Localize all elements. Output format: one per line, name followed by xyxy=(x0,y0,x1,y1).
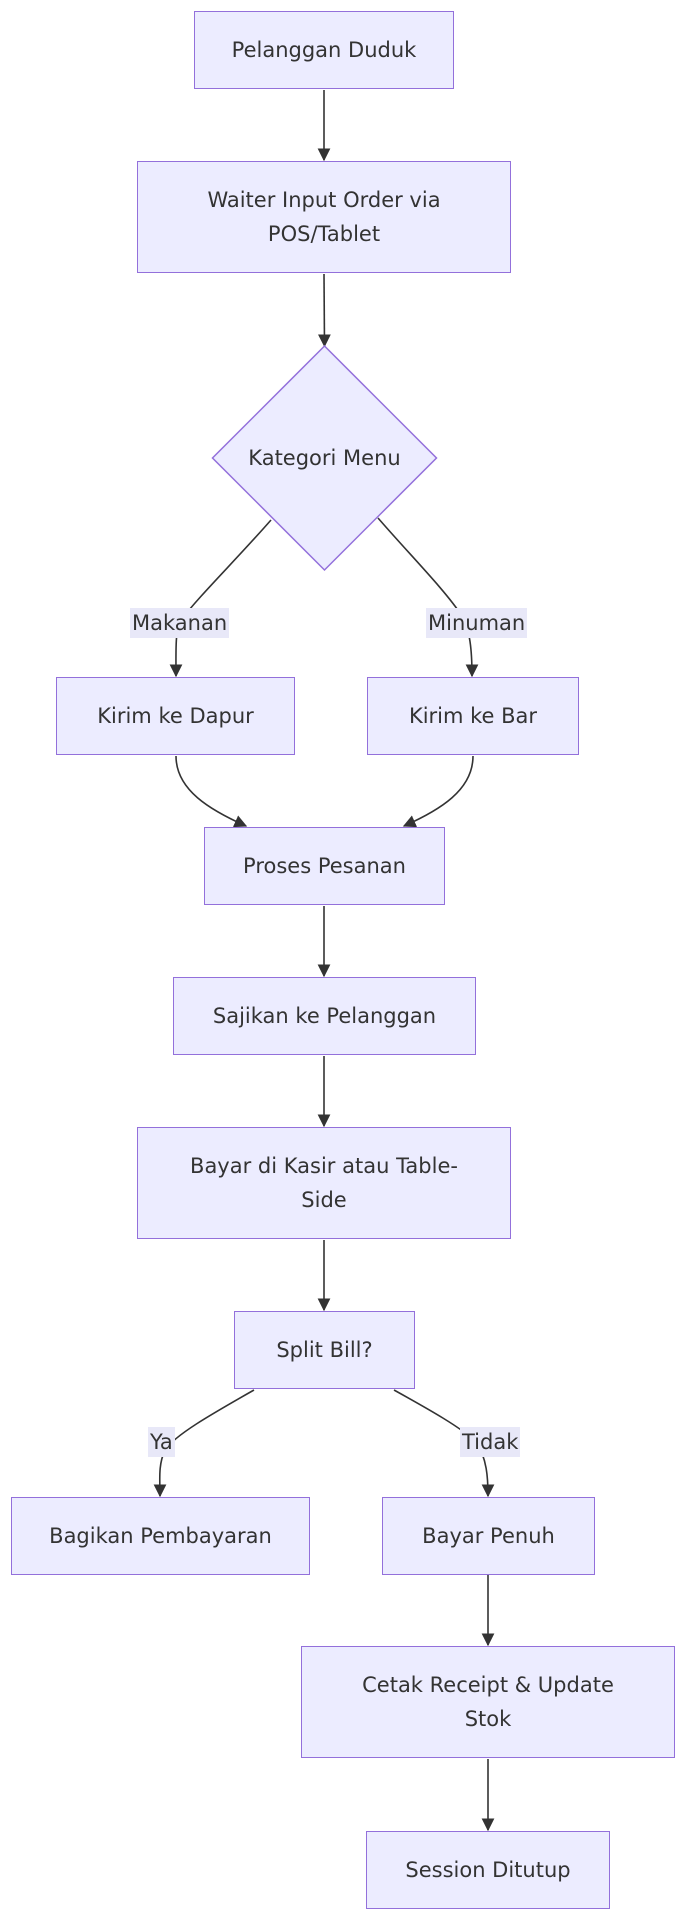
node-kategori-menu: Kategori Menu xyxy=(248,446,401,470)
edge-kategori-to-bar xyxy=(377,517,479,678)
node-session-ditutup: Session Ditutup xyxy=(366,1831,610,1909)
edge-label-makanan: Makanan xyxy=(130,608,230,638)
edge-label-minuman: Minuman xyxy=(426,608,528,638)
edge-dapur-to-proses xyxy=(175,755,248,828)
node-bayar-penuh: Bayar Penuh xyxy=(382,1497,595,1575)
edge-label-ya: Ya xyxy=(148,1427,175,1457)
edge-input-to-kategori xyxy=(318,273,331,348)
node-proses-pesanan: Proses Pesanan xyxy=(204,827,445,905)
edge-kategori-to-dapur xyxy=(169,519,272,678)
edge-bar-to-proses xyxy=(402,755,474,828)
node-cetak-receipt: Cetak Receipt & Update Stok xyxy=(301,1646,675,1758)
node-sajikan: Sajikan ke Pelanggan xyxy=(173,977,476,1055)
node-kirim-bar: Kirim ke Bar xyxy=(367,677,579,755)
kategori-diamond xyxy=(211,344,438,572)
node-kirim-dapur: Kirim ke Dapur xyxy=(56,677,295,755)
node-split-bill: Split Bill? xyxy=(234,1311,415,1389)
node-waiter-input: Waiter Input Order via POS/Tablet xyxy=(137,161,511,273)
node-bayar: Bayar di Kasir atau Table-Side xyxy=(137,1127,511,1239)
node-pelanggan-duduk: Pelanggan Duduk xyxy=(194,11,454,89)
edge-label-tidak: Tidak xyxy=(460,1427,521,1457)
node-bagikan: Bagikan Pembayaran xyxy=(11,1497,310,1575)
